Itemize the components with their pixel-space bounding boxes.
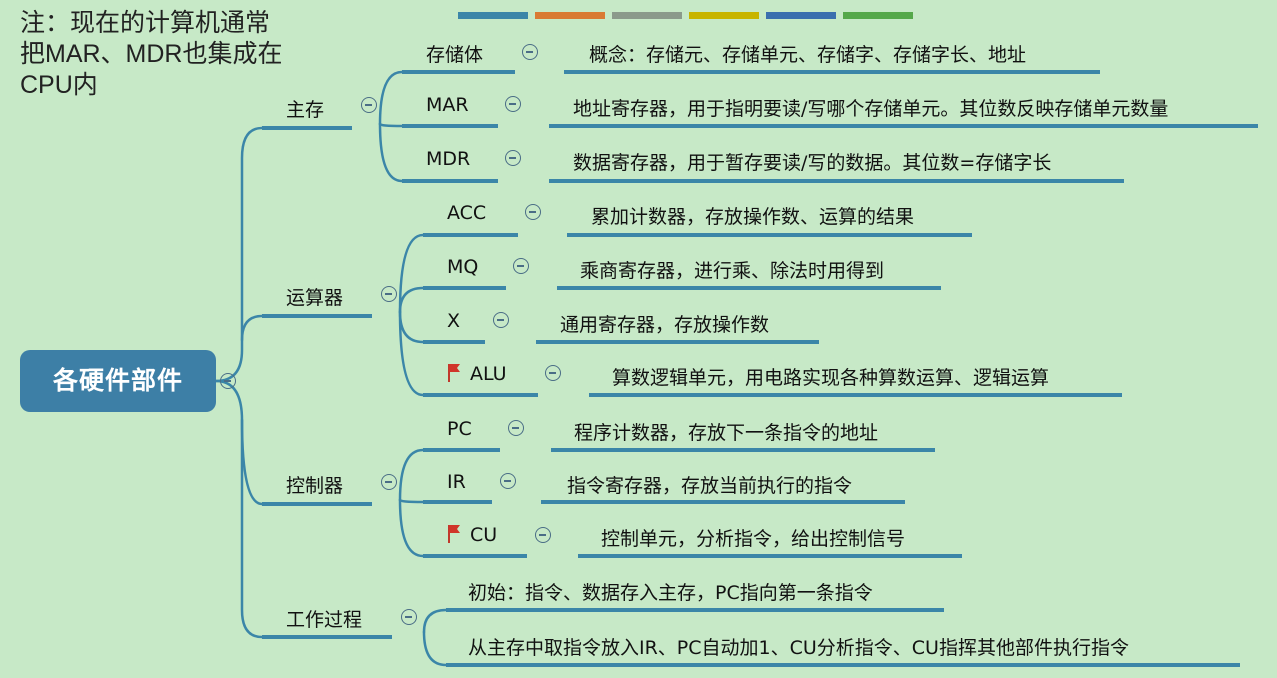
node-controller[interactable]: 控制器 xyxy=(286,475,344,497)
acc-collapse-icon[interactable] xyxy=(525,204,541,220)
mq-collapse-icon[interactable] xyxy=(513,258,529,274)
color-swatch-6[interactable] xyxy=(843,12,913,19)
x-desc[interactable]: 通用寄存器，存放操作数 xyxy=(560,314,770,336)
node-mar[interactable]: MAR xyxy=(426,94,469,116)
color-swatch-2[interactable] xyxy=(535,12,605,19)
node-ir[interactable]: IR xyxy=(447,471,466,493)
flag-icon-cu xyxy=(448,525,460,543)
work-process-collapse-icon[interactable] xyxy=(401,609,417,625)
mar-desc[interactable]: 地址寄存器，用于指明要读/写哪个存储单元。其位数反映存储单元数量 xyxy=(573,98,1169,120)
note-text: 注：现在的计算机通常把MAR、MDR也集成在CPU内 xyxy=(20,9,283,99)
node-cu[interactable]: CU xyxy=(470,524,498,546)
mdr-desc[interactable]: 数据寄存器，用于暂存要读/写的数据。其位数=存储字长 xyxy=(573,152,1052,174)
pc-desc[interactable]: 程序计数器，存放下一条指令的地址 xyxy=(574,422,879,444)
acc-desc[interactable]: 累加计数器，存放操作数、运算的结果 xyxy=(591,206,915,228)
storage-desc[interactable]: 概念：存储元、存储单元、存储字、存储字长、地址 xyxy=(589,44,1027,66)
mar-collapse-icon[interactable] xyxy=(505,96,521,112)
node-mdr[interactable]: MDR xyxy=(426,148,471,170)
storage-collapse-icon[interactable] xyxy=(522,44,538,60)
node-pc[interactable]: PC xyxy=(447,418,472,440)
mq-desc[interactable]: 乘商寄存器，进行乘、除法时用得到 xyxy=(580,260,885,282)
color-swatch-1[interactable] xyxy=(458,12,528,19)
node-work-process[interactable]: 工作过程 xyxy=(286,609,363,631)
node-mq[interactable]: MQ xyxy=(447,256,479,278)
color-swatch-5[interactable] xyxy=(766,12,836,19)
controller-collapse-icon[interactable] xyxy=(381,474,397,490)
root-node[interactable]: 各硬件部件 xyxy=(20,350,216,412)
color-swatch-4[interactable] xyxy=(689,12,759,19)
color-swatch-3[interactable] xyxy=(612,12,682,19)
ir-desc[interactable]: 指令寄存器，存放当前执行的指令 xyxy=(567,475,853,497)
node-x[interactable]: X xyxy=(447,310,461,332)
alu-collapse-icon[interactable] xyxy=(545,365,561,381)
x-collapse-icon[interactable] xyxy=(493,312,509,328)
node-acc[interactable]: ACC xyxy=(447,202,487,224)
node-alu-unit[interactable]: 运算器 xyxy=(286,287,344,309)
ir-collapse-icon[interactable] xyxy=(500,473,516,489)
root-collapse-icon[interactable] xyxy=(220,373,236,389)
cu-collapse-icon[interactable] xyxy=(535,527,551,543)
node-alu[interactable]: ALU xyxy=(470,363,507,385)
main-memory-collapse-icon[interactable] xyxy=(361,97,377,113)
pc-collapse-icon[interactable] xyxy=(508,420,524,436)
node-main-memory[interactable]: 主存 xyxy=(286,99,325,121)
theme-color-palette[interactable] xyxy=(458,12,913,19)
node-storage[interactable]: 存储体 xyxy=(426,44,484,66)
flag-icon-alu xyxy=(448,364,460,382)
work-step-1[interactable]: 初始：指令、数据存入主存，PC指向第一条指令 xyxy=(468,582,873,604)
alu-desc[interactable]: 算数逻辑单元，用电路实现各种算数运算、逻辑运算 xyxy=(612,367,1050,389)
alu-unit-collapse-icon[interactable] xyxy=(381,286,397,302)
cu-desc[interactable]: 控制单元，分析指令，给出控制信号 xyxy=(601,528,906,550)
work-step-2[interactable]: 从主存中取指令放入IR、PC自动加1、CU分析指令、CU指挥其他部件执行指令 xyxy=(468,637,1129,659)
mdr-collapse-icon[interactable] xyxy=(505,150,521,166)
